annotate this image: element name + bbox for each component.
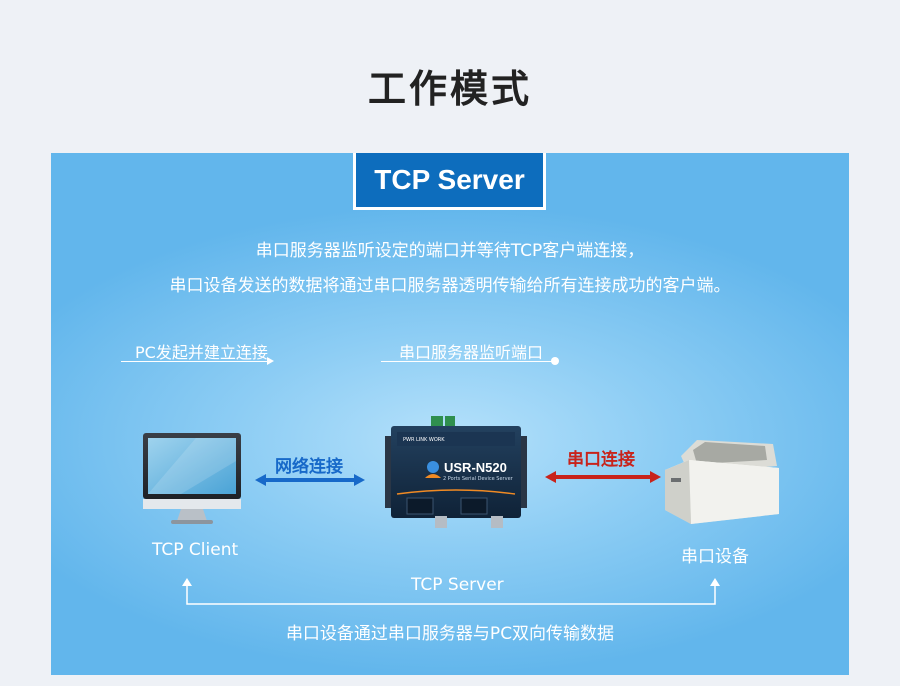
pc-connect-line xyxy=(121,361,269,362)
server-listen-label: 串口服务器监听端口 xyxy=(399,343,544,362)
serial-connection-label: 串口连接 xyxy=(567,450,635,470)
printer-icon xyxy=(665,440,779,524)
svg-text:PWR LINK WORK: PWR LINK WORK xyxy=(403,437,445,443)
bottom-note: 串口设备通过串口服务器与PC双向传输数据 xyxy=(285,624,615,644)
server-listen-line xyxy=(381,361,553,362)
monitor-icon xyxy=(143,433,241,524)
serial-connection-arrow xyxy=(545,471,661,483)
tcp-client-label: TCP Client xyxy=(152,540,239,560)
pc-connect-arrowhead xyxy=(267,357,274,365)
bidirectional-bracket xyxy=(182,578,720,605)
tcp-server-label: TCP Server xyxy=(411,575,504,595)
page-title: 工作模式 xyxy=(367,67,532,111)
pc-connect-label: PC发起并建立连接 xyxy=(135,343,268,362)
mode-tag: TCP Server xyxy=(353,153,546,210)
server-listen-dot xyxy=(551,357,559,365)
device-subtitle-label: 2 Ports Serial Device Server xyxy=(443,476,513,482)
description-line-1: 串口服务器监听设定的端口并等待TCP客户端连接， xyxy=(255,241,645,261)
device-model-label: USR-N520 xyxy=(444,460,507,475)
diagram-panel: TCP Server 串口服务器监听设定的端口并等待TCP客户端连接， 串口设备… xyxy=(51,153,849,675)
serial-server-device: PWR LINK WORK xyxy=(385,416,527,528)
network-connection-arrow xyxy=(255,474,365,486)
serial-device-label: 串口设备 xyxy=(681,547,749,567)
network-connection-label: 网络连接 xyxy=(275,457,343,477)
description-line-2: 串口设备发送的数据将通过串口服务器透明传输给所有连接成功的客户端。 xyxy=(169,276,731,296)
